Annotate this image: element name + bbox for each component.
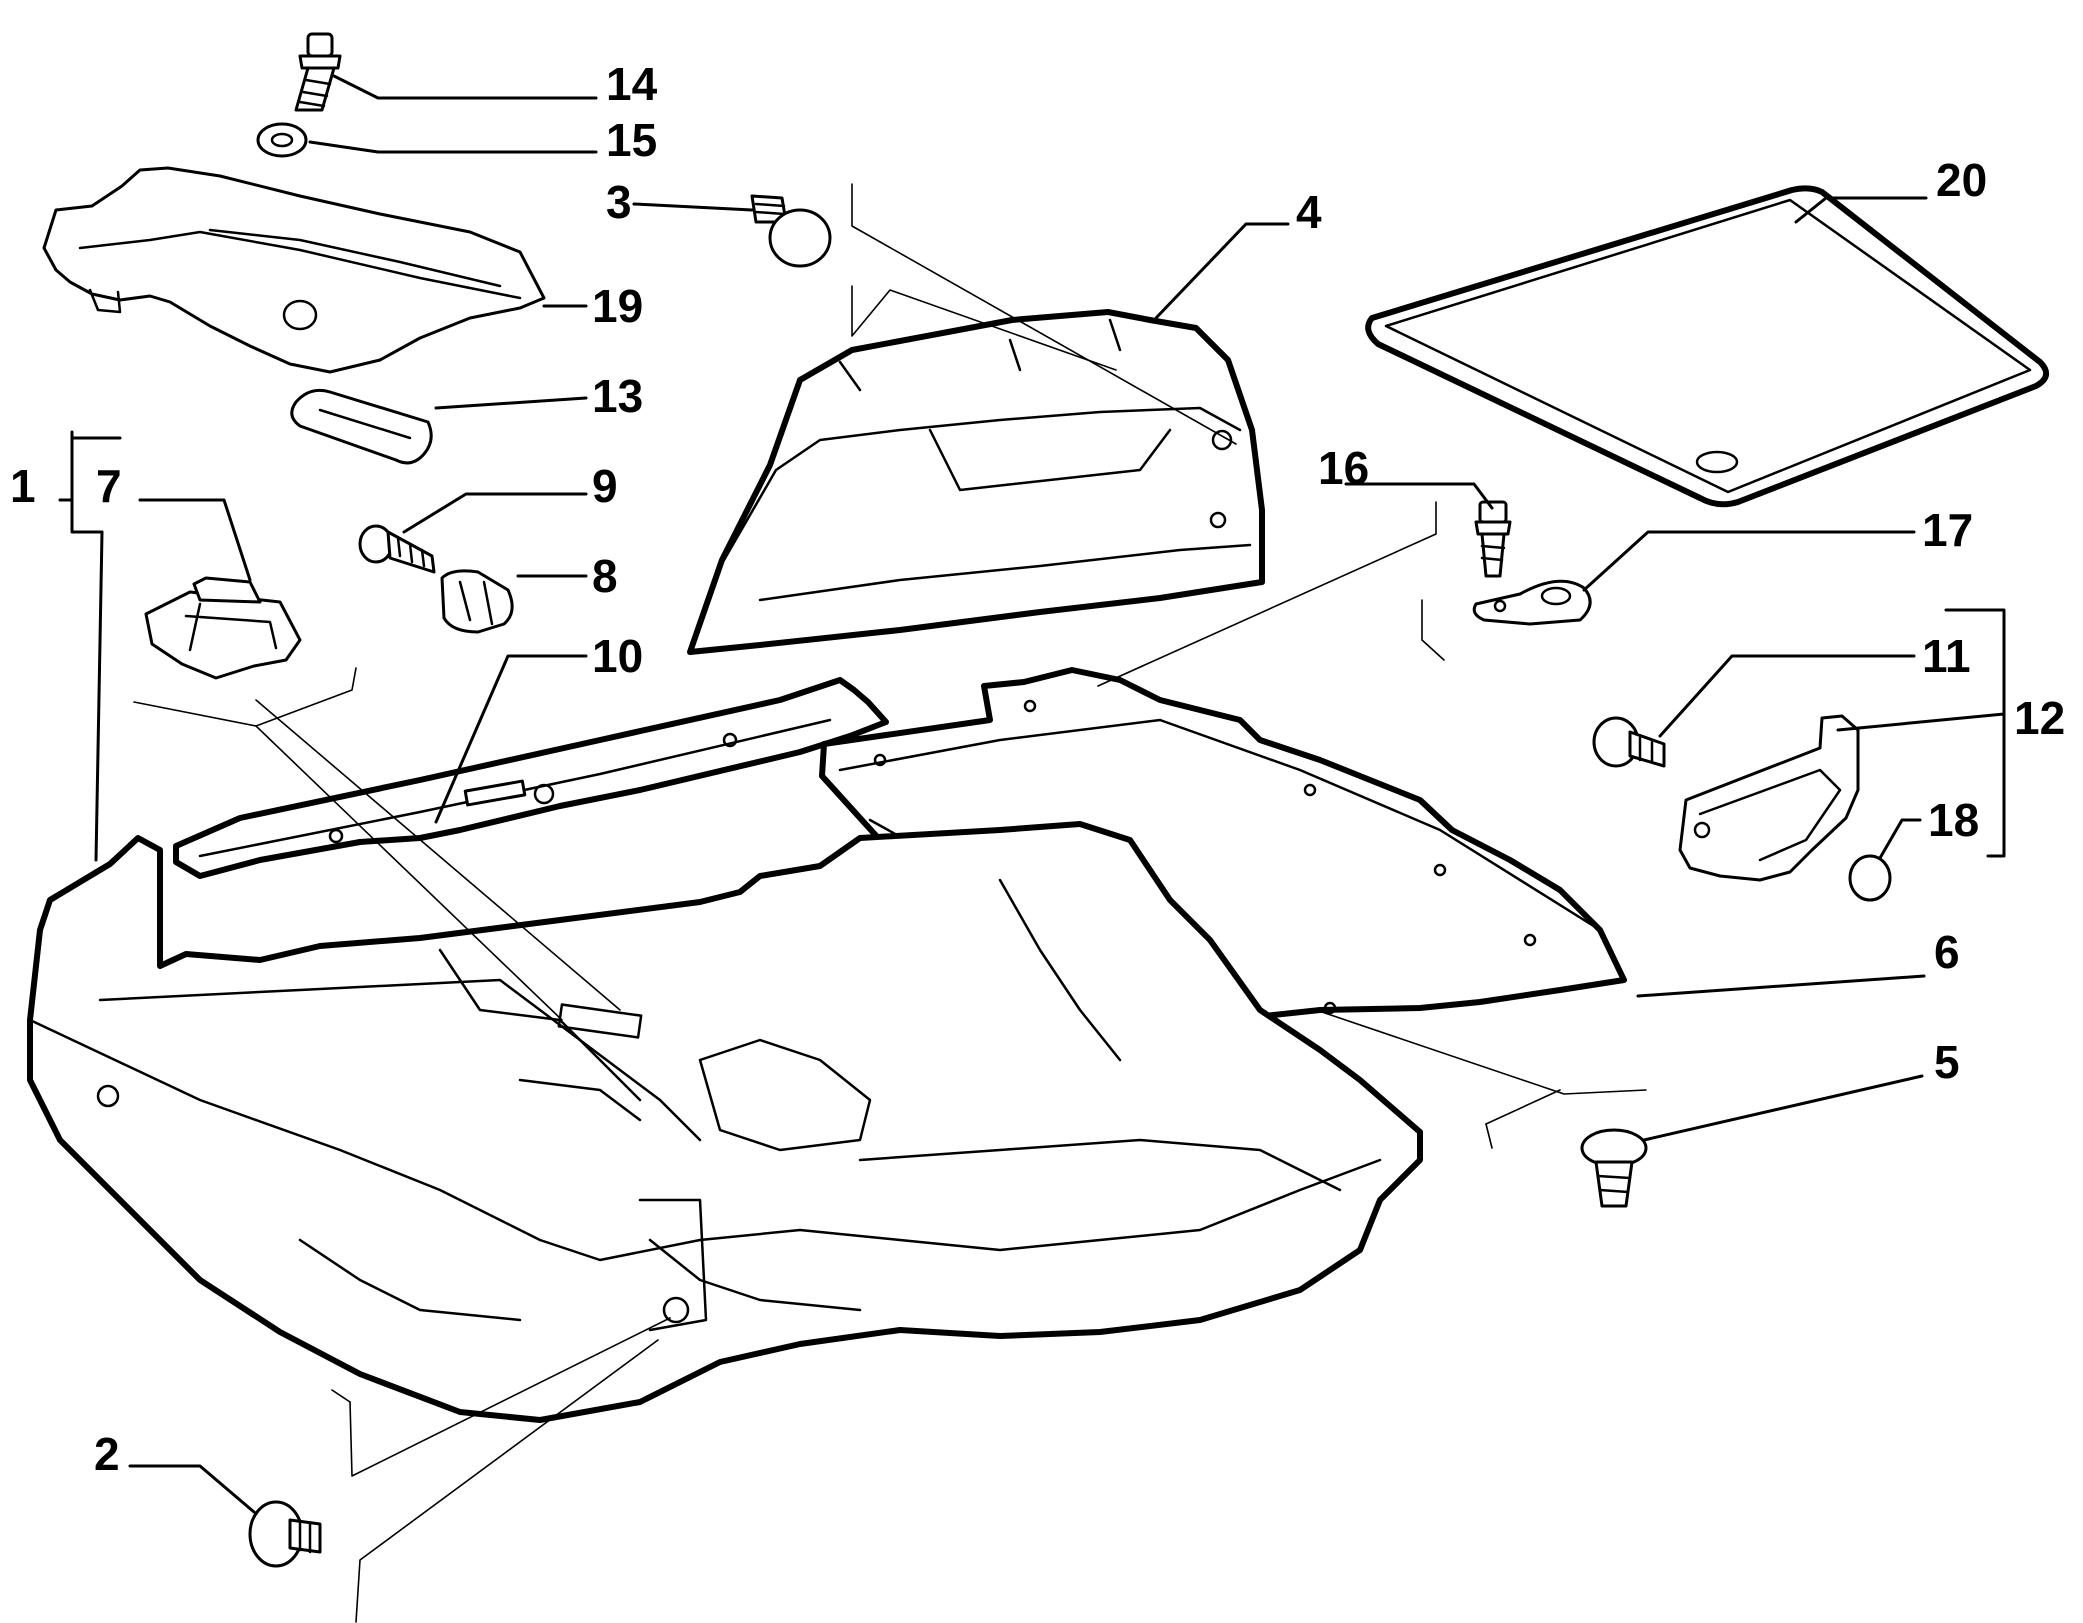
reference-lines	[133, 183, 1647, 1623]
callout-5: 5	[1934, 1036, 1960, 1088]
part-1-floor-tray	[27, 821, 1423, 1423]
callout-13: 13	[592, 370, 643, 422]
callout-2: 2	[94, 1428, 120, 1480]
part-3-push-clip	[750, 194, 832, 268]
callout-16: 16	[1318, 442, 1369, 494]
leader-lines	[58, 74, 2006, 1514]
part-4-side-trim-panel	[687, 309, 1265, 655]
part-17-ring-bracket	[1472, 579, 1592, 626]
callout-6: 6	[1934, 926, 1960, 978]
callout-labels: 14 15 3 4 20 19 13 1 7 9 8 10 16 17 11 1…	[10, 58, 2065, 1480]
part-18-cap	[1848, 854, 1892, 902]
part-11-push-clip	[1592, 716, 1666, 768]
callout-4: 4	[1296, 186, 1322, 238]
callout-7: 7	[96, 460, 122, 512]
callout-18: 18	[1928, 794, 1979, 846]
part-2-push-clip	[248, 1500, 322, 1568]
callout-17: 17	[1922, 504, 1973, 556]
part-20-floor-mat	[1365, 185, 2049, 508]
part-10-trim-strip	[173, 677, 889, 879]
callout-15: 15	[606, 114, 657, 166]
part-19-trim-bracket	[42, 166, 546, 374]
callout-11: 11	[1922, 630, 1971, 682]
callout-9: 9	[592, 460, 618, 512]
part-15-washer	[256, 122, 308, 158]
callout-1: 1	[10, 460, 36, 512]
callout-19: 19	[592, 280, 643, 332]
callout-12: 12	[2014, 692, 2065, 744]
part-13-clip	[290, 388, 433, 465]
callout-3: 3	[606, 176, 632, 228]
part-14-bolt	[294, 32, 342, 112]
part-9-screw	[358, 524, 436, 574]
part-5-push-clip	[1580, 1128, 1648, 1208]
part-16-bolt	[1474, 500, 1512, 578]
callout-14: 14	[606, 58, 658, 110]
part-12-lower-bracket	[1678, 714, 1860, 882]
callout-10: 10	[592, 630, 643, 682]
callout-8: 8	[592, 550, 618, 602]
callout-20: 20	[1936, 154, 1987, 206]
part-7-hook-bracket	[144, 576, 302, 680]
part-8-nut-clip	[440, 569, 514, 634]
